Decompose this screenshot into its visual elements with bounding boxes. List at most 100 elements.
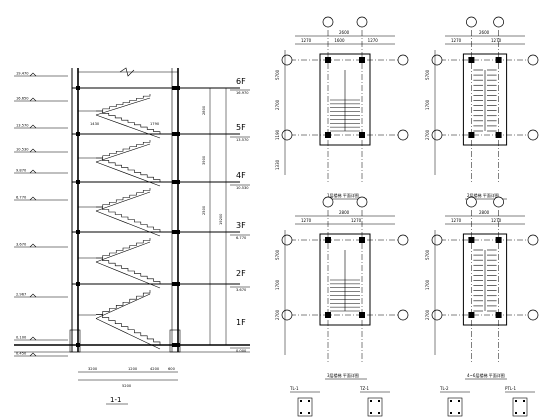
- plan-column: [468, 237, 475, 243]
- column-base-left: [69, 329, 81, 353]
- elevation-value: 6.770: [16, 196, 27, 200]
- stair-steps: [96, 188, 151, 208]
- stair-flight: [95, 157, 161, 187]
- stair-flight: [95, 290, 151, 319]
- stair-soffit: [95, 97, 151, 116]
- rebar-dot: [378, 412, 380, 414]
- plan-column: [495, 57, 502, 63]
- rebar-dot: [450, 412, 452, 414]
- plan-walls: [462, 233, 508, 326]
- rebar-dot: [308, 400, 310, 402]
- elevation-value: 16.650: [16, 97, 29, 101]
- elevation-triangle: [29, 243, 37, 248]
- plan-dim-top-part: 1600: [334, 38, 345, 43]
- plan-dim-side: 1330: [275, 159, 280, 170]
- grid-bubble: [493, 16, 504, 28]
- slab-beam: [172, 180, 180, 184]
- rebar-dot: [308, 412, 310, 414]
- rebar-dot: [370, 412, 372, 414]
- grid-bubble: [356, 16, 368, 28]
- rebar-dot: [370, 400, 372, 402]
- stair-steps: [96, 257, 161, 284]
- dim-top-2: 1790: [150, 122, 160, 126]
- plan-dim-top: 2800: [339, 210, 350, 215]
- elevation-triangle: [29, 169, 37, 174]
- plan-dim-side: 5700: [425, 69, 430, 80]
- dim-bottom-4: 600: [168, 367, 176, 371]
- slab-beam-left: [76, 180, 80, 184]
- slab-beam-left: [76, 132, 80, 136]
- elevation-right-value: 0.000: [236, 349, 247, 353]
- stair-flights: [95, 94, 161, 350]
- grid-bubble: [397, 234, 409, 246]
- plan-column: [325, 132, 331, 138]
- detail-tl-1: TL-1: [289, 386, 320, 417]
- grid-bubble: [397, 309, 409, 321]
- plan-title: 4~6层楼梯 平面详图: [467, 372, 505, 378]
- plan-dim-side: 2700: [425, 309, 430, 320]
- elevation-right-value: 3.670: [236, 288, 247, 292]
- elevation-triangle: [29, 97, 37, 102]
- dim-right-2: 3900: [202, 155, 206, 165]
- plan-dim-side: 1190: [275, 129, 280, 140]
- plan-title: 3层楼梯 平面详图: [327, 372, 359, 378]
- plan-dim-top-part: 1270: [491, 38, 502, 43]
- elevation-value: 0.450: [16, 352, 27, 356]
- floor-slabs: [72, 86, 240, 347]
- dim-bottom-1: 3200: [88, 367, 98, 371]
- plan-column: [325, 312, 331, 318]
- slab-beam-left: [76, 282, 80, 286]
- plan-column: [359, 312, 365, 318]
- elevation-right-value: 13.570: [236, 138, 249, 142]
- plan-walls: [319, 233, 371, 326]
- plan-dim-side: 2700: [275, 309, 280, 320]
- plan-dim-top: 2600: [339, 30, 350, 35]
- elevation-right-value: 10.530: [236, 186, 249, 190]
- elevation-triangle: [29, 293, 37, 298]
- stair-flight: [95, 94, 151, 116]
- detail-tl-2: TL-2: [439, 386, 470, 417]
- stair-flight: [95, 110, 161, 139]
- grid-bubble: [527, 129, 539, 141]
- detail-section-box: [512, 397, 528, 417]
- grid-bubble: [527, 309, 539, 321]
- floor-label: 5F: [236, 123, 246, 132]
- detail-label: TZ-1: [359, 386, 370, 391]
- plan-dim-side: 1700: [425, 99, 430, 110]
- plan-column: [325, 57, 331, 63]
- stair-soffit: [95, 210, 161, 237]
- grid-bubble: [281, 234, 293, 246]
- stair-flight: [95, 257, 161, 289]
- grid-bubble: [431, 234, 443, 246]
- plan-dim-top: 2600: [479, 30, 490, 35]
- slab-beam: [172, 132, 180, 136]
- plan-walls: [462, 53, 508, 146]
- stair-flight: [95, 206, 161, 237]
- plan-dim-top-part: 1270: [351, 218, 362, 223]
- dim-bottom-total: 5200: [122, 384, 132, 388]
- elevation-triangle: [29, 196, 37, 201]
- elevation-triangle: [29, 352, 37, 357]
- plan-column: [468, 132, 475, 138]
- rebar-dot: [450, 400, 452, 402]
- plan-dim-top-part: 1270: [301, 38, 312, 43]
- plan-column: [468, 57, 475, 63]
- plan-dim-side: 5700: [275, 249, 280, 260]
- plan-column: [495, 237, 502, 243]
- plan-dim-top-part: 1270: [491, 218, 502, 223]
- dim-right-total: 19200: [219, 213, 223, 225]
- stair-soffit: [95, 293, 151, 319]
- slab-beam-left: [76, 86, 80, 90]
- floor-label: 4F: [236, 171, 246, 180]
- plan-column: [495, 132, 502, 138]
- grid-bubble: [397, 54, 409, 66]
- slab-beam-left: [76, 230, 80, 234]
- elevation-value: 2.967: [16, 293, 26, 297]
